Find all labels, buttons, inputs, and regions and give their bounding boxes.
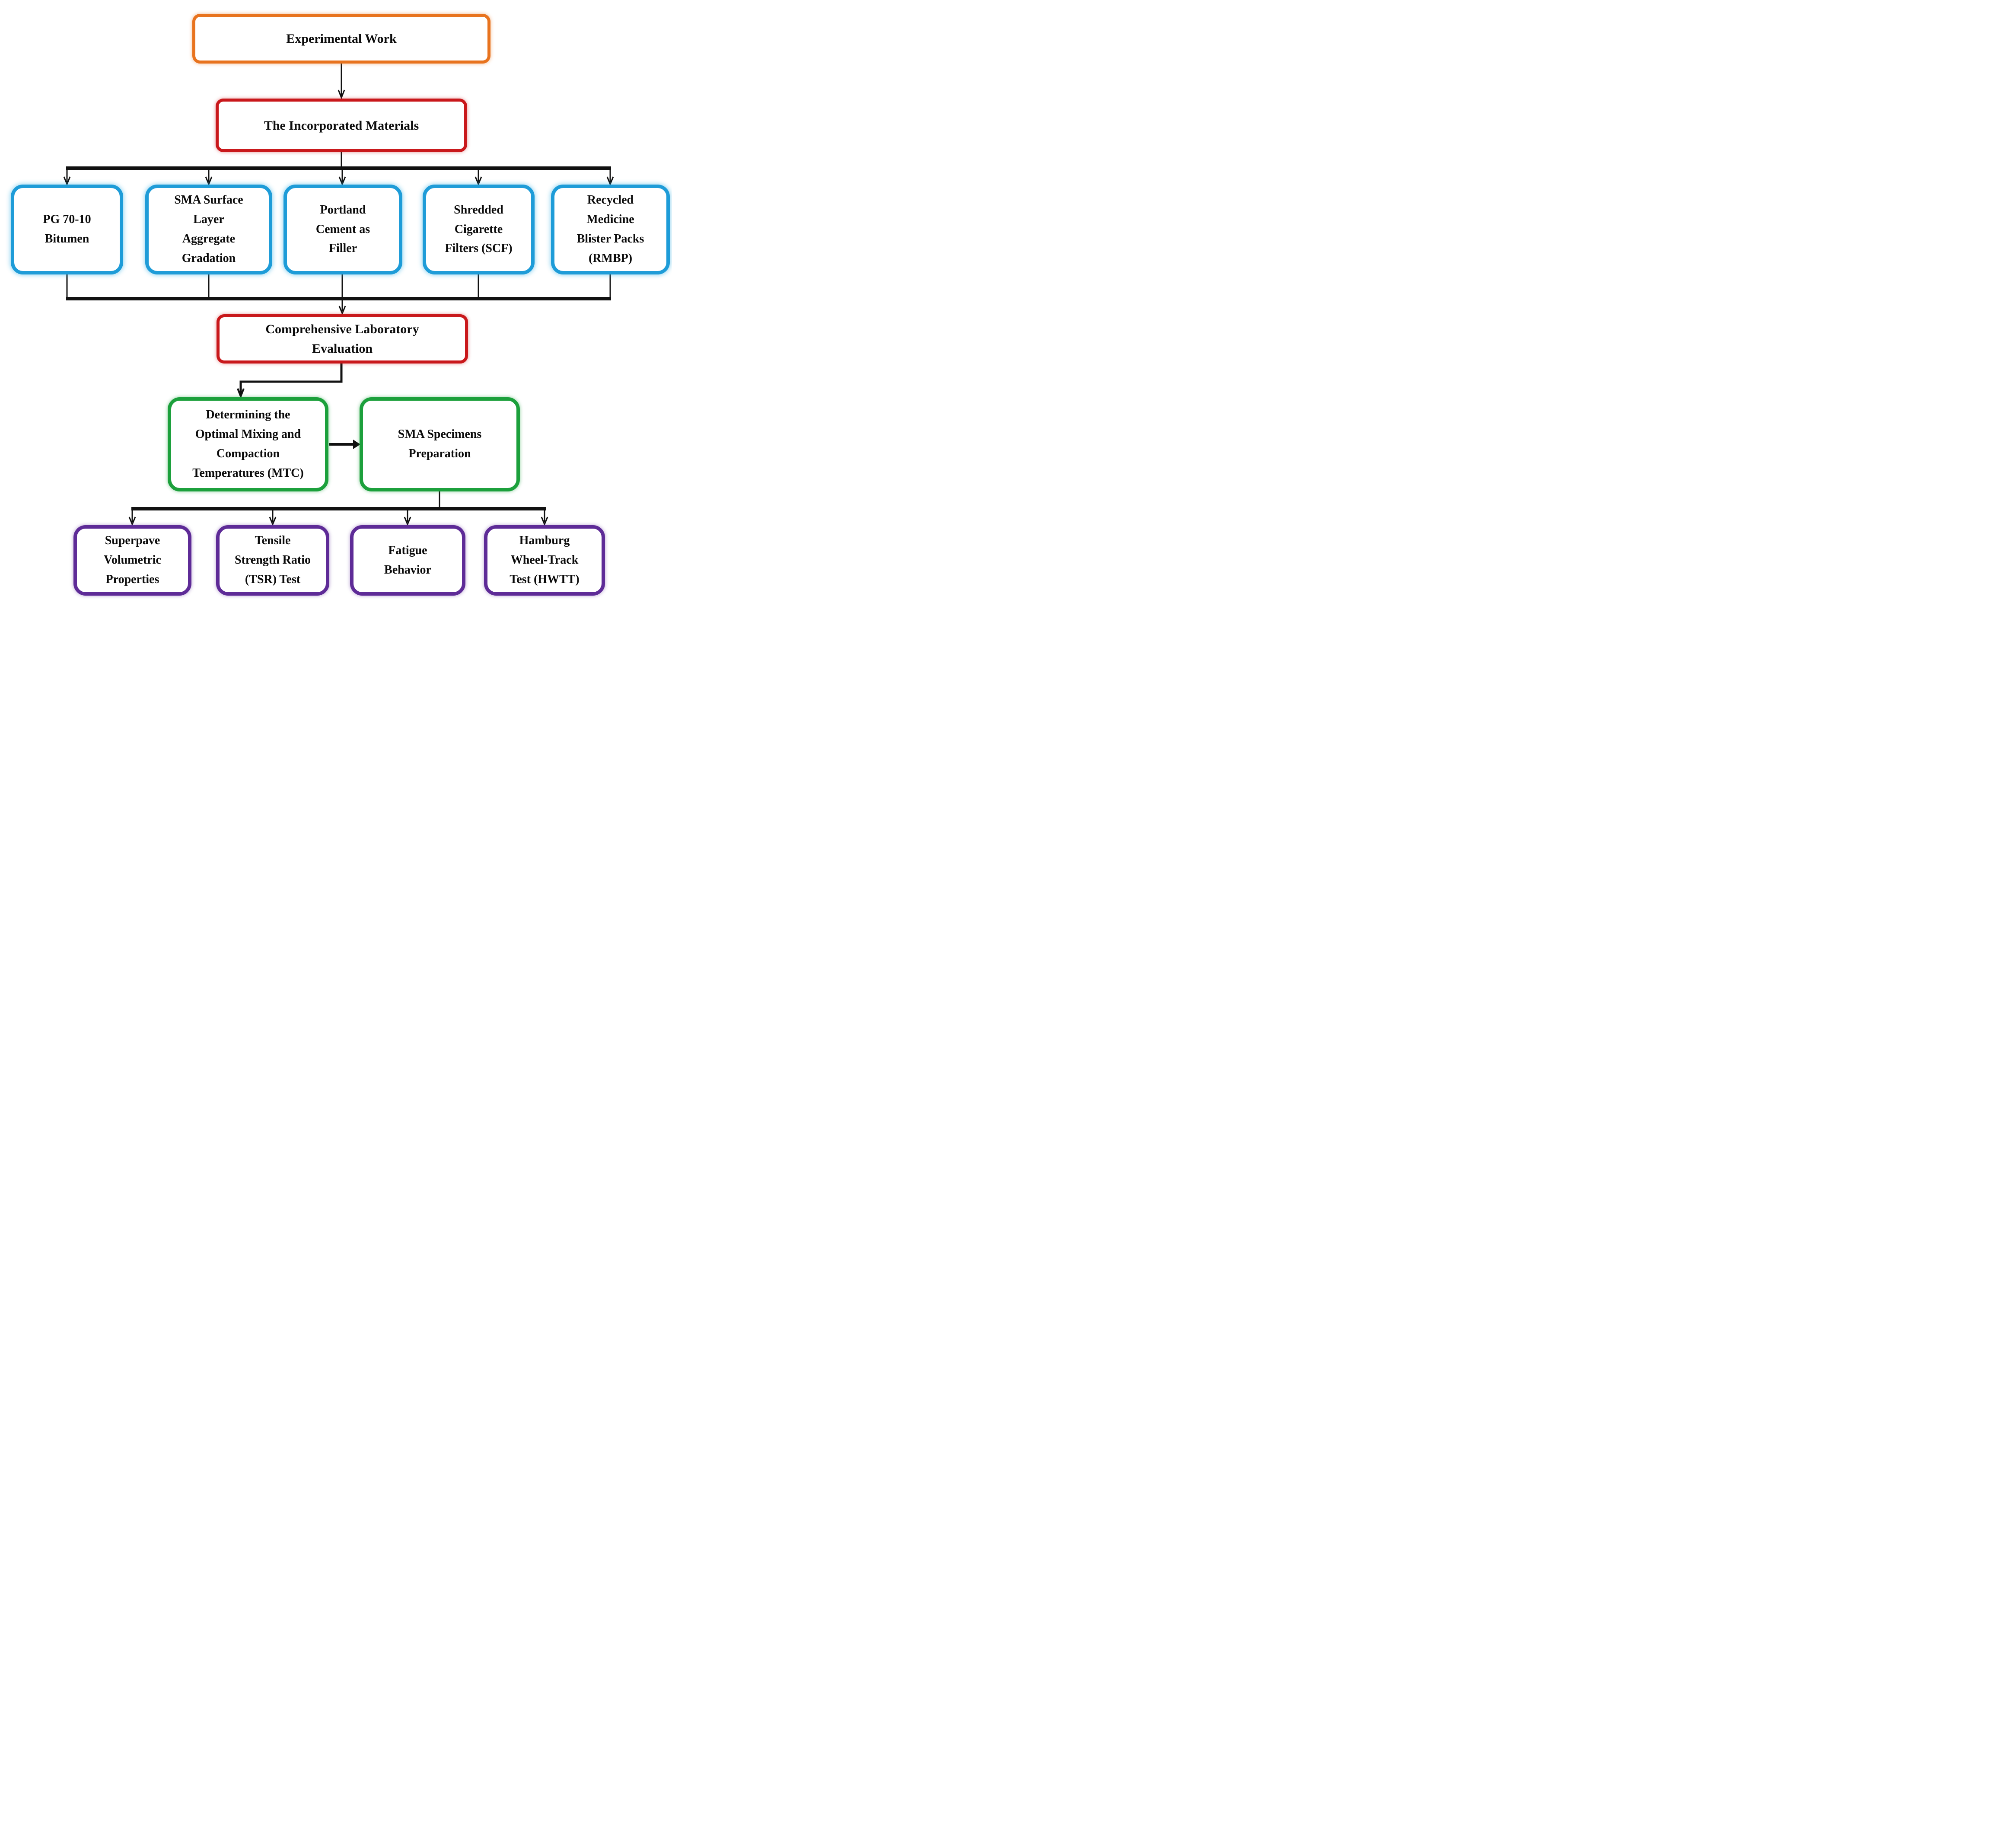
process-label-sma-preparation: SMA Specimens Preparation: [398, 427, 482, 460]
test-label-tsr: Tensile Strength Ratio (TSR) Test: [234, 534, 311, 586]
connector-tree-materials: [63, 152, 614, 186]
lab-evaluation-label: Comprehensive Laboratory Evaluation: [265, 322, 419, 356]
connector-tree-evaluation: [66, 274, 611, 315]
test-label-hwtt: Hamburg Wheel-Track Test (HWTT): [510, 534, 580, 586]
material-label-recycled-packs: Recycled Medicine Blister Packs (RMBP): [576, 193, 644, 265]
test-label-superpave: Superpave Volumetric Properties: [104, 534, 161, 586]
material-label-pg-bitumen: PG 70-10 Bitumen: [43, 213, 91, 246]
test-box-hwtt: Hamburg Wheel-Track Test (HWTT): [484, 525, 605, 596]
material-label-shredded-filters: Shredded Cigarette Filters (SCF): [445, 203, 513, 255]
material-box-portland-cement: Portland Cement as Filler: [283, 185, 402, 274]
material-box-shredded-filters: Shredded Cigarette Filters (SCF): [423, 185, 535, 274]
test-box-tsr: Tensile Strength Ratio (TSR) Test: [216, 525, 329, 596]
experimental-work-label: Experimental Work: [286, 32, 397, 46]
arrow-evaluation-to-mtc: [237, 364, 343, 399]
arrow-experimental-to-materials: [338, 64, 345, 100]
test-label-fatigue: Fatigue Behavior: [384, 543, 431, 577]
material-box-pg-bitumen: PG 70-10 Bitumen: [11, 185, 123, 274]
test-box-fatigue: Fatigue Behavior: [350, 525, 465, 596]
process-box-optimal-mtc: Determining the Optimal Mixing and Compa…: [168, 397, 328, 491]
process-box-sma-preparation: SMA Specimens Preparation: [360, 397, 520, 491]
incorporated-materials-box: The Incorporated Materials: [216, 99, 467, 152]
process-label-optimal-mtc: Determining the Optimal Mixing and Compa…: [192, 408, 304, 480]
material-box-sma-gradation: SMA Surface Layer Aggregate Gradation: [145, 185, 272, 274]
incorporated-materials-label: The Incorporated Materials: [264, 118, 419, 133]
connector-layer: [63, 64, 614, 526]
arrow-mtc-to-preparation: [329, 440, 360, 449]
lab-evaluation-box: Comprehensive Laboratory Evaluation: [217, 314, 468, 364]
test-box-superpave: Superpave Volumetric Properties: [73, 525, 191, 596]
material-box-recycled-packs: Recycled Medicine Blister Packs (RMBP): [551, 185, 670, 274]
experimental-work-box: Experimental Work: [192, 14, 490, 64]
connector-tree-tests: [128, 491, 548, 526]
material-label-portland-cement: Portland Cement as Filler: [315, 203, 370, 255]
material-label-sma-gradation: SMA Surface Layer Aggregate Gradation: [174, 193, 243, 265]
flowchart-canvas: Experimental Work The Incorporated Mater…: [0, 0, 672, 612]
